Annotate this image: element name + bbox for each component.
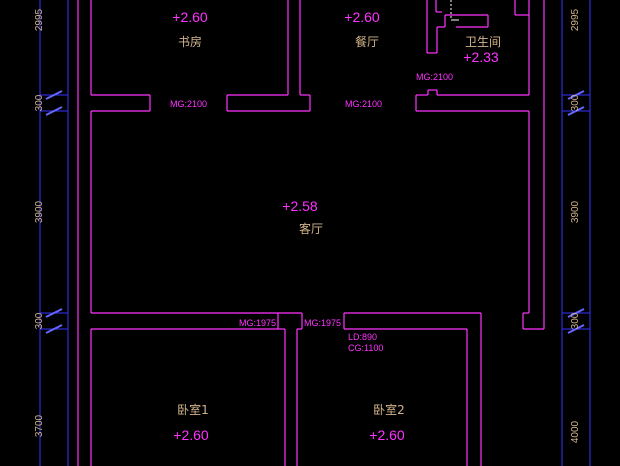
- dimension-ticks: [45, 90, 585, 334]
- living-elevation: +2.58: [282, 198, 318, 214]
- dim-right-1: 2995: [570, 8, 581, 31]
- dining-name: 餐厅: [355, 34, 379, 49]
- bath-door-tag: MG:2100: [416, 72, 453, 82]
- living-name: 客厅: [299, 221, 323, 236]
- dim-right-2: 300: [570, 94, 581, 111]
- dim-left-2: 300: [34, 94, 45, 111]
- study-name: 书房: [178, 34, 202, 49]
- study-elevation: +2.60: [172, 9, 208, 25]
- walls: [77, 0, 545, 466]
- window-ld-tag: LD:890: [348, 332, 377, 342]
- bed2-name: 卧室2: [373, 402, 405, 417]
- dim-right-5: 4000: [570, 420, 581, 443]
- dim-left-1: 2995: [34, 8, 45, 31]
- bath-elevation: +2.33: [463, 49, 499, 65]
- bed1-elevation: +2.60: [173, 427, 209, 443]
- study-door-tag: MG:2100: [170, 99, 207, 109]
- dining-door-tag: MG:2100: [345, 99, 382, 109]
- bath-name: 卫生间: [465, 35, 501, 49]
- bed2-door-tag: MG:1975: [304, 318, 341, 328]
- bed2-elevation: +2.60: [369, 427, 405, 443]
- dim-left-3: 3900: [34, 200, 45, 223]
- dim-right-4: 300: [570, 312, 581, 329]
- window-cg-tag: CG:1100: [348, 343, 383, 353]
- bed1-door-tag: MG:1975: [239, 318, 276, 328]
- dim-left-4: 300: [34, 312, 45, 329]
- dim-right-3: 3900: [570, 200, 581, 223]
- dining-elevation: +2.60: [344, 9, 380, 25]
- bath-fixture: [450, 0, 459, 21]
- bed1-name: 卧室1: [177, 402, 209, 417]
- dim-left-5: 3700: [34, 414, 45, 437]
